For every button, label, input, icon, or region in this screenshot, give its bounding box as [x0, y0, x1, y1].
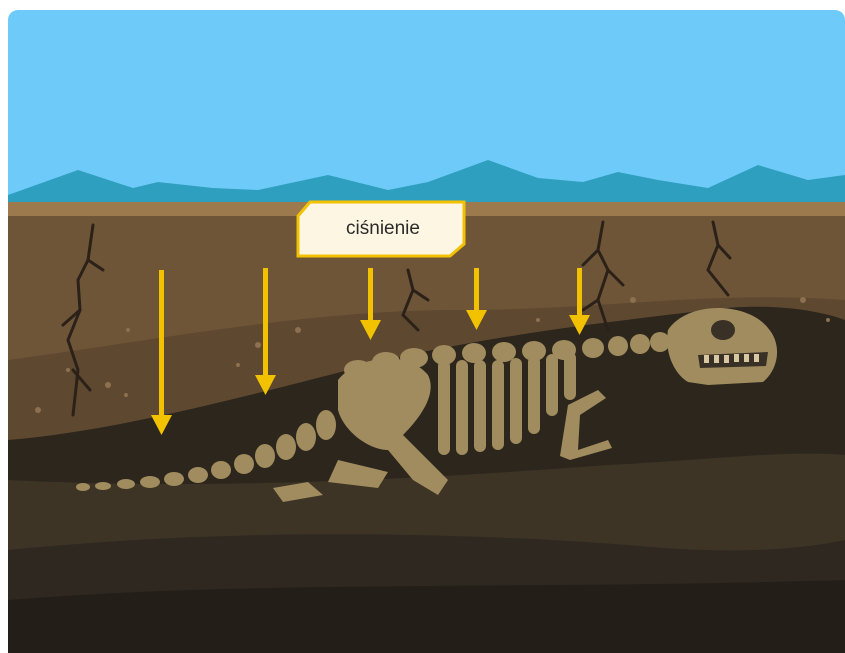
pressure-label-text: ciśnienie	[296, 200, 466, 258]
pressure-label: ciśnienie	[296, 200, 466, 258]
scene-svg	[8, 10, 845, 653]
fossil-pressure-illustration	[8, 10, 845, 653]
sky	[8, 10, 845, 210]
